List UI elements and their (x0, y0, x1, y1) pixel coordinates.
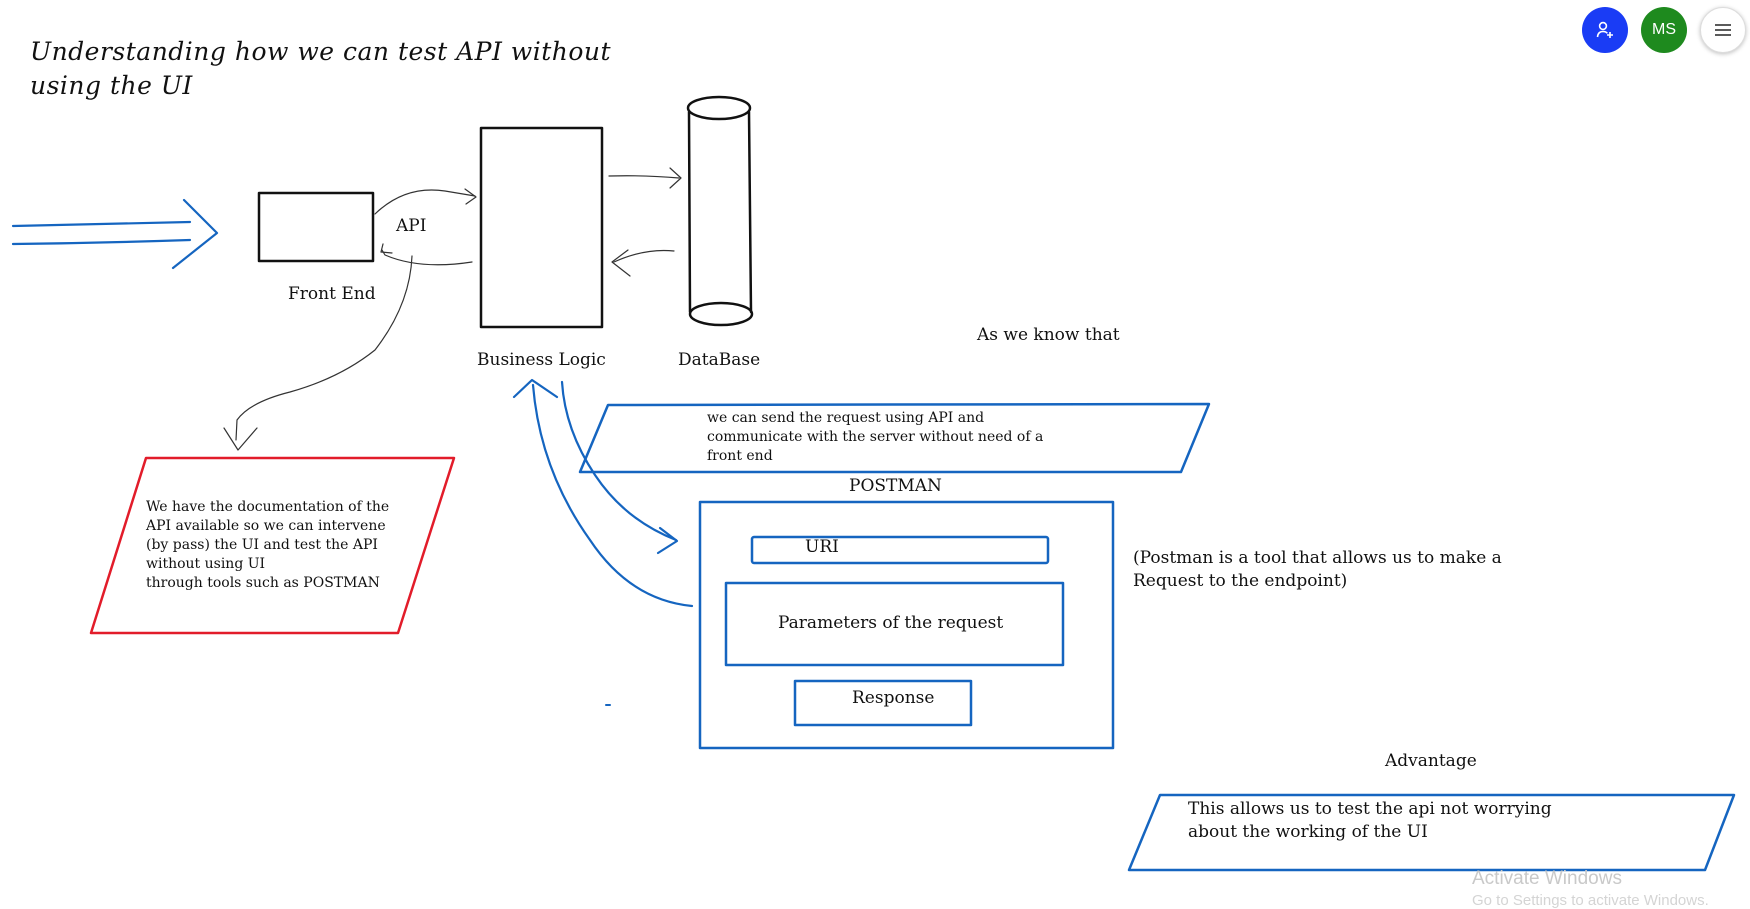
postman-label: POSTMAN (849, 476, 942, 496)
uri-field (750, 535, 1050, 565)
red-parallelogram (89, 456, 456, 635)
menu-button[interactable] (1700, 7, 1746, 53)
postman-box (698, 500, 1115, 750)
postman-arrows (512, 378, 694, 608)
page-title: Understanding how we can test API withou… (30, 37, 612, 100)
api-arrows (374, 188, 477, 266)
database-label: DataBase (678, 350, 761, 370)
postman-description: (Postman is a tool that allows us to mak… (1133, 548, 1502, 591)
avatar[interactable]: MS (1641, 7, 1687, 53)
db-arrows (608, 167, 682, 277)
person-add-icon (1596, 21, 1613, 38)
business-logic-box (479, 126, 604, 329)
business-logic-label: Business Logic (477, 350, 606, 370)
response-box (793, 679, 973, 727)
response-label: Response (852, 688, 935, 708)
parameters-box (724, 581, 1065, 667)
parameters-label: Parameters of the request (778, 613, 1004, 633)
request-parallelogram (578, 402, 1211, 474)
advantage-note: This allows us to test the api not worry… (1188, 799, 1552, 842)
advantage-label: Advantage (1385, 751, 1477, 771)
activate-windows-watermark: Activate Windows (1472, 868, 1622, 889)
incoming-arrow (11, 198, 219, 270)
activate-windows-subtext: Go to Settings to activate Windows. (1472, 892, 1709, 909)
front-end-label: Front End (288, 284, 376, 304)
request-note: we can send the request using API and co… (707, 410, 1044, 464)
top-right-toolbar: MS (1582, 7, 1750, 53)
as-we-know-label: As we know that (977, 325, 1120, 345)
database-cylinder (686, 95, 754, 327)
uri-label: URI (805, 537, 839, 557)
hamburger-menu-icon (1715, 24, 1731, 36)
api-label: API (396, 216, 427, 236)
documentation-note: We have the documentation of the API ava… (146, 499, 390, 591)
front-end-box (257, 191, 375, 263)
avatar-initials: MS (1652, 21, 1676, 38)
add-user-button[interactable] (1582, 7, 1628, 53)
advantage-parallelogram (1127, 793, 1736, 872)
api-to-doc-arrow (223, 255, 413, 451)
